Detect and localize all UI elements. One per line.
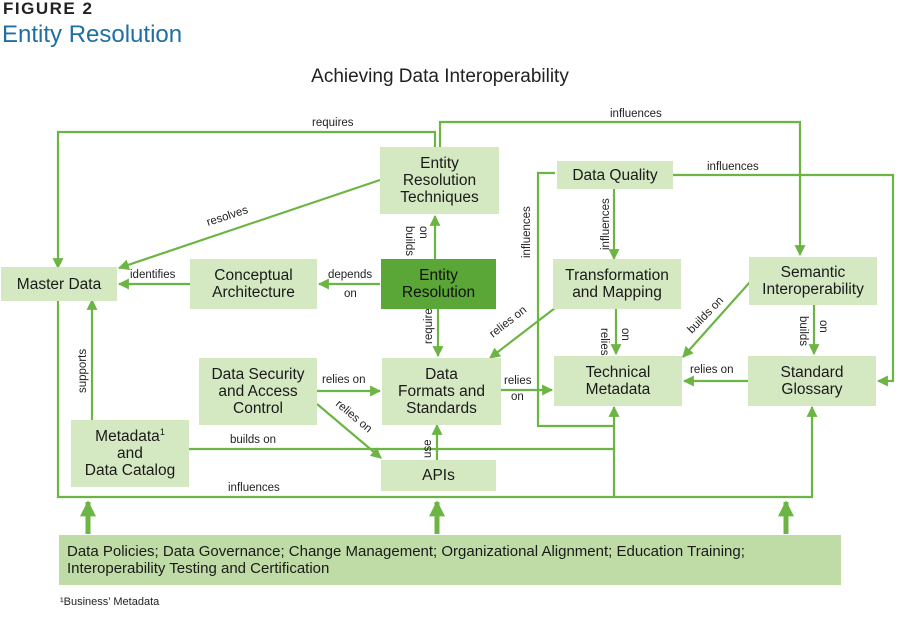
node-conceptual-architecture: Conceptual Architecture: [190, 259, 317, 309]
label-relies-tm-tech-on: on: [619, 328, 631, 341]
edge-resolves: [117, 178, 381, 271]
label-use: use: [422, 439, 434, 458]
node-apis: APIs: [381, 460, 496, 491]
edge-influences-top: [438, 120, 806, 257]
node-transformation-mapping: Transformation and Mapping: [553, 259, 681, 309]
label-relies-df-tech: relies: [504, 375, 532, 387]
label-relies-tm-tech: relies: [598, 328, 610, 356]
foundation-box: Data Policies; Data Governance; Change M…: [59, 535, 841, 585]
node-data-security: Data Security and Access Control: [199, 358, 317, 425]
diagram-title: Achieving Data Interoperability: [311, 66, 569, 87]
label-influences-top: influences: [610, 108, 662, 120]
label-influences-left: influences: [521, 206, 533, 258]
edge-influences-bottom: [56, 268, 818, 499]
label-requires-top: requires: [312, 117, 354, 129]
node-metadata-catalog: Metadata1 and Data Catalog: [71, 420, 189, 487]
node-semantic-interoperability: Semantic Interoperability: [749, 257, 877, 305]
label-influences-dq-vertical: influences: [600, 198, 612, 250]
footnote-marker: 1: [159, 426, 165, 437]
node-metadata-label: Metadata: [95, 428, 160, 445]
node-data-formats: Data Formats and Standards: [382, 358, 501, 425]
label-builds-er: builds: [403, 226, 415, 256]
figure-title: Entity Resolution: [2, 21, 183, 48]
label-influences-bottom: influences: [228, 482, 280, 494]
footnote: ¹Business’ Metadata: [60, 596, 160, 608]
label-relies-glos-tech: relies on: [690, 364, 733, 376]
label-relies-tm-df: relies on: [487, 304, 529, 340]
label-relies-df-tech-on: on: [511, 391, 524, 403]
label-builds-sem-glos-on: on: [817, 320, 829, 333]
label-depends: depends: [328, 269, 372, 281]
label-relies-sec-df: relies on: [322, 374, 365, 386]
node-entity-resolution: Entity Resolution: [381, 259, 496, 309]
edge-relies-tm-df: [489, 307, 556, 359]
label-influences-dq-semantic: influences: [707, 161, 759, 173]
label-builds-sem-glos: builds: [797, 316, 809, 346]
label-depends-on: on: [344, 288, 357, 300]
edge-requires-top: [52, 130, 437, 270]
label-supports: supports: [77, 349, 89, 393]
node-data-quality: Data Quality: [557, 161, 673, 189]
label-requires-er: requires: [423, 302, 435, 344]
node-technical-metadata: Technical Metadata: [554, 356, 682, 406]
edge-influences-dq-glossary: [673, 173, 895, 387]
label-relies-sec-apis: relies on: [333, 398, 374, 435]
label-builds-on-meta: builds on: [230, 434, 276, 446]
figure-label: FIGURE 2: [3, 0, 94, 18]
node-master-data: Master Data: [1, 267, 117, 301]
node-metadata-rest: and Data Catalog: [84, 445, 176, 479]
edge-influences-loop: [536, 171, 614, 428]
node-standard-glossary: Standard Glossary: [748, 356, 876, 406]
edge-builds-sem-tech: [682, 281, 751, 358]
label-identifies: identifies: [130, 269, 176, 281]
label-builds-er-on: on: [417, 226, 429, 239]
node-entity-resolution-techniques: Entity Resolution Techniques: [380, 147, 499, 214]
